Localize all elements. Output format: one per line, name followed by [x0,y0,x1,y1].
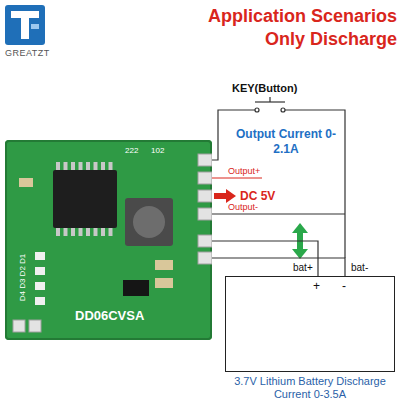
key-wires [212,97,345,258]
wire-label: bat- [350,262,369,273]
voltage-label: DC 5V [240,189,275,203]
output-plus-wire [212,178,262,179]
battery-outline [225,276,395,372]
battery-box: + - 3.7V Lithium Battery Discharge Current… [225,276,395,403]
polarity-mark: - [342,279,346,293]
output-current-label: Output Current 0-2.1A [232,127,340,157]
wire-label: bat+ [292,262,314,273]
model-label: DD06CVSA [75,308,144,323]
button-label: KEY(Button) [232,82,297,94]
silkscreen-code: 102 [151,146,164,155]
brand-logo [5,5,45,45]
polarity-mark: + [313,279,320,293]
silkscreen-code: 222 [125,146,138,155]
brand-name: GREATZT [5,48,50,58]
battery-caption: 3.7V Lithium Battery Discharge Current 0… [225,375,395,401]
terminal-label: Output+ [228,166,260,176]
diagram-title: Application Scenarios Only Discharge [192,5,397,50]
dc-arrow [214,189,236,203]
terminal-label: Output- [228,202,258,212]
battery-wire [212,258,345,276]
led-labels: D4 D3 D2 D1 [18,254,27,302]
pcb-module: 222 102DD06CVSA D4 D3 D2 D1 [5,140,212,340]
